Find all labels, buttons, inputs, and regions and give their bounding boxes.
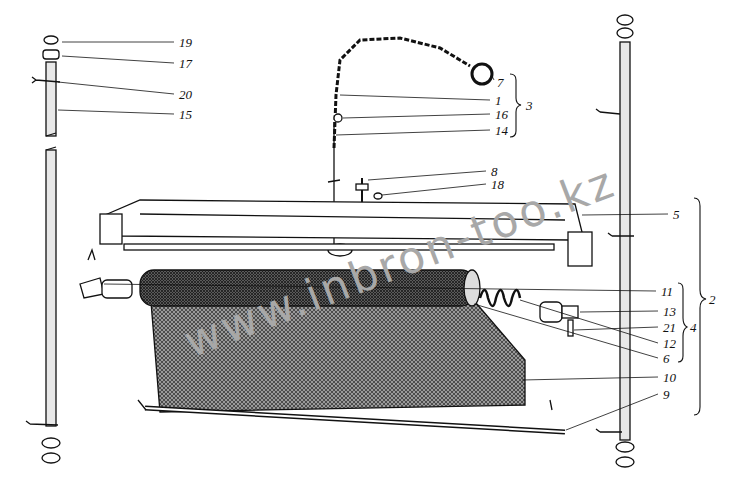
callout-number: 12 [663,337,676,350]
callout-number: 20 [179,88,192,101]
callout-number: 2 [709,293,716,306]
callout-number: 3 [526,99,533,112]
callout-number: 4 [690,321,697,334]
callout-number: 5 [673,208,680,221]
callout-number: 18 [491,178,504,191]
right-rod [596,15,634,467]
callout-number: 1 [495,94,502,107]
callout-number: 11 [661,285,673,298]
left-rod [26,36,95,463]
callout-number: 15 [179,108,192,121]
callout-number: 14 [495,124,508,137]
callout-number: 13 [663,305,676,318]
callout-number: 19 [179,36,192,49]
callout-number: 17 [179,57,192,70]
leader-lines [58,42,668,430]
callout-number: 10 [663,371,676,384]
callout-number: 9 [663,388,670,401]
end-plug [80,278,132,298]
bottom-bar [138,400,565,432]
spring [480,290,520,306]
end-plug [540,302,578,336]
callout-number: 8 [491,165,498,178]
bolt [356,178,382,204]
callout-number: 7 [497,76,504,89]
callout-number: 21 [663,321,676,334]
callout-number: 16 [495,108,508,121]
group-brackets [510,74,706,415]
callout-number: 6 [663,352,670,365]
